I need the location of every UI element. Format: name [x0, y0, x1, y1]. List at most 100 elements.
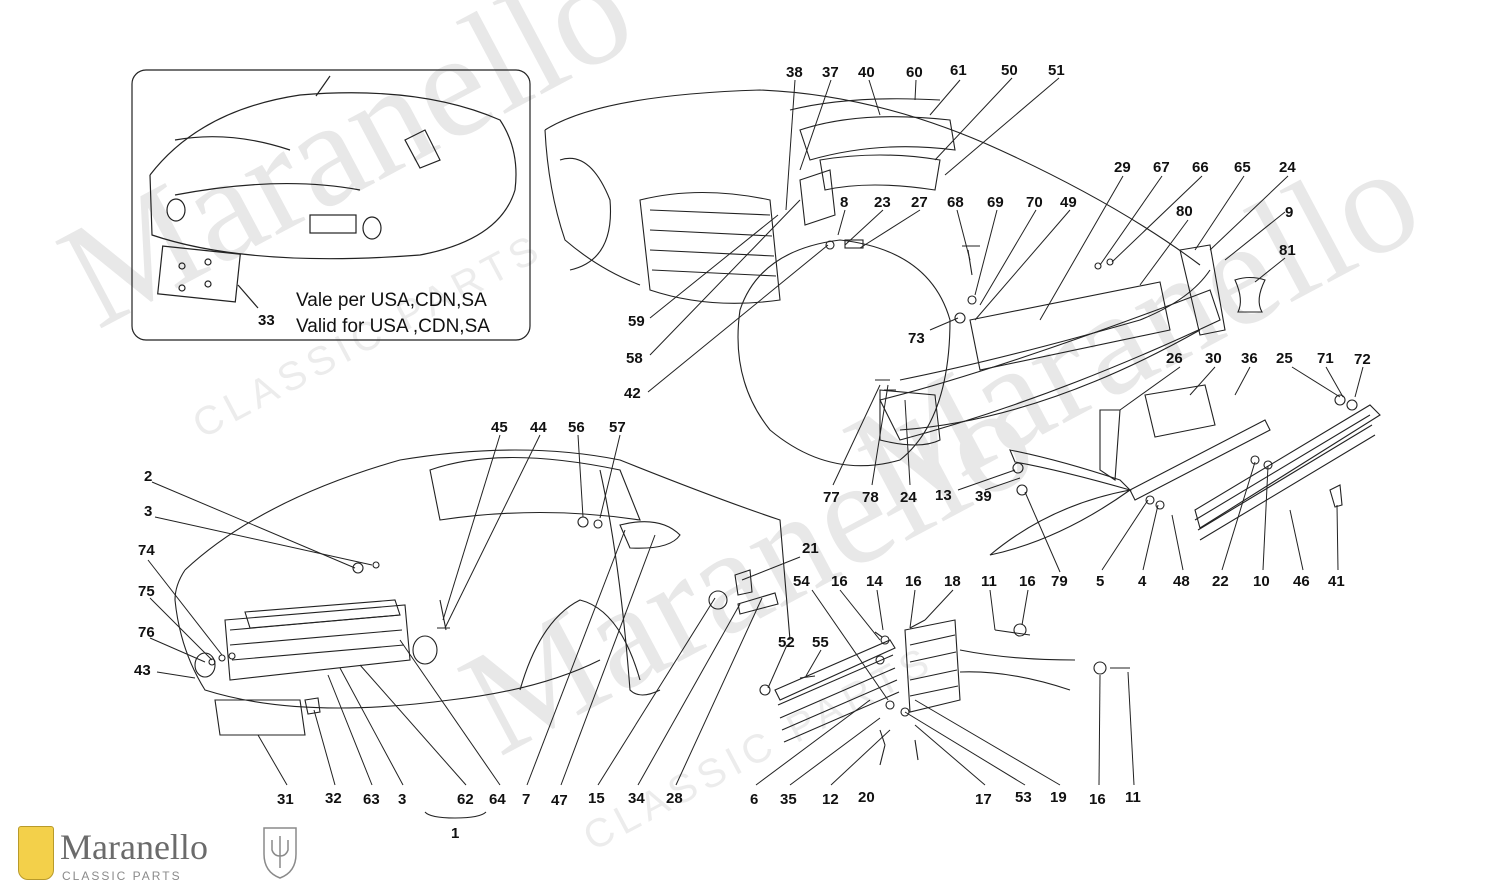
- callout: 63: [363, 791, 380, 808]
- watermark: Maranello Maranello Maranello CLASSIC PA…: [35, 0, 1444, 860]
- callout: 3: [398, 791, 406, 808]
- callout: 49: [1060, 194, 1077, 211]
- callout: 41: [1328, 573, 1345, 590]
- callout: 61: [950, 62, 967, 79]
- callout: 72: [1354, 351, 1371, 368]
- callout: 64: [489, 791, 506, 808]
- callout: 55: [812, 634, 829, 651]
- callout: 81: [1279, 242, 1296, 259]
- callout: 36: [1241, 350, 1258, 367]
- callout: 24: [1279, 159, 1296, 176]
- callout: 47: [551, 792, 568, 809]
- callout: 70: [1026, 194, 1043, 211]
- callout: 48: [1173, 573, 1190, 590]
- callout: 79: [1051, 573, 1068, 590]
- callouts: 38 37 40 60 61 50 51 29 67 66 65 24 9 80…: [134, 62, 1371, 842]
- callout: 71: [1317, 350, 1334, 367]
- callout: 78: [862, 489, 879, 506]
- callout: 25: [1276, 350, 1293, 367]
- callout: 45: [491, 419, 508, 436]
- callout: 65: [1234, 159, 1251, 176]
- trident-icon: [263, 827, 297, 879]
- inset-note-it: Vale per USA,CDN,SA: [296, 290, 487, 311]
- callout: 16: [1089, 791, 1106, 808]
- callout: 69: [987, 194, 1004, 211]
- callout: 15: [588, 790, 605, 807]
- callout: 53: [1015, 789, 1032, 806]
- callout: 32: [325, 790, 342, 807]
- callout: 43: [134, 662, 151, 679]
- callout: 8: [840, 194, 848, 211]
- callout: 42: [624, 385, 641, 402]
- brand-logo: Maranello CLASSIC PARTS: [18, 822, 318, 884]
- callout: 11: [1125, 789, 1141, 806]
- callout: 10: [1253, 573, 1270, 590]
- callout: 35: [780, 791, 797, 808]
- callout: 24: [900, 489, 917, 506]
- callout: 23: [874, 194, 891, 211]
- callout: 16: [831, 573, 848, 590]
- callout: 19: [1050, 789, 1067, 806]
- callout: 14: [866, 573, 883, 590]
- callout: 27: [911, 194, 928, 211]
- callout: 66: [1192, 159, 1209, 176]
- callout: 39: [975, 488, 992, 505]
- callout: 76: [138, 624, 155, 641]
- callout: 33: [258, 312, 275, 329]
- callout: 6: [750, 791, 758, 808]
- callout: 21: [802, 540, 819, 557]
- callout: 3: [144, 503, 152, 520]
- callout: 13: [935, 487, 952, 504]
- callout: 11: [981, 573, 997, 590]
- rear-bumper-parts: [989, 384, 1381, 556]
- callout: 12: [822, 791, 839, 808]
- front-car-drawing: [174, 449, 791, 736]
- brand-subtitle: CLASSIC PARTS: [62, 869, 182, 883]
- callout: 56: [568, 419, 585, 436]
- callout: 62: [457, 791, 474, 808]
- callout: 34: [628, 790, 645, 807]
- callout: 30: [1205, 350, 1222, 367]
- callout: 38: [786, 64, 803, 81]
- callout: 1: [451, 825, 459, 842]
- callout: 2: [144, 468, 152, 485]
- callout: 31: [277, 791, 294, 808]
- callout: 22: [1212, 573, 1229, 590]
- callout: 16: [905, 573, 922, 590]
- callout: 7: [522, 791, 530, 808]
- callout: 68: [947, 194, 964, 211]
- callout: 18: [944, 573, 961, 590]
- callout: 26: [1166, 350, 1183, 367]
- callout: 80: [1176, 203, 1193, 220]
- callout: 16: [1019, 573, 1036, 590]
- callout: 37: [822, 64, 839, 81]
- callout: 20: [858, 789, 875, 806]
- leader-lines: [147, 77, 1364, 819]
- callout: 58: [626, 350, 643, 367]
- inset-usa-front: [131, 69, 531, 341]
- callout: 73: [908, 330, 925, 347]
- callout: 50: [1001, 62, 1018, 79]
- callout: 4: [1138, 573, 1147, 590]
- callout: 59: [628, 313, 645, 330]
- callout: 67: [1153, 159, 1170, 176]
- callout: 5: [1096, 573, 1104, 590]
- callout: 29: [1114, 159, 1131, 176]
- callout: 9: [1285, 204, 1293, 221]
- callout: 54: [793, 573, 810, 590]
- callout: 40: [858, 64, 875, 81]
- callout: 46: [1293, 573, 1310, 590]
- callout: 77: [823, 489, 840, 506]
- callout: 44: [530, 419, 547, 436]
- callout: 52: [778, 634, 795, 651]
- ferrari-shield-icon: [18, 826, 54, 880]
- callout: 74: [138, 542, 155, 559]
- callout: 51: [1048, 62, 1065, 79]
- callout: 28: [666, 790, 683, 807]
- inset-note-en: Valid for USA ,CDN,SA: [296, 316, 490, 337]
- brand-name: Maranello: [60, 827, 208, 867]
- rear-car-drawing: [544, 89, 1266, 467]
- callout: 57: [609, 419, 626, 436]
- callout: 75: [138, 583, 155, 600]
